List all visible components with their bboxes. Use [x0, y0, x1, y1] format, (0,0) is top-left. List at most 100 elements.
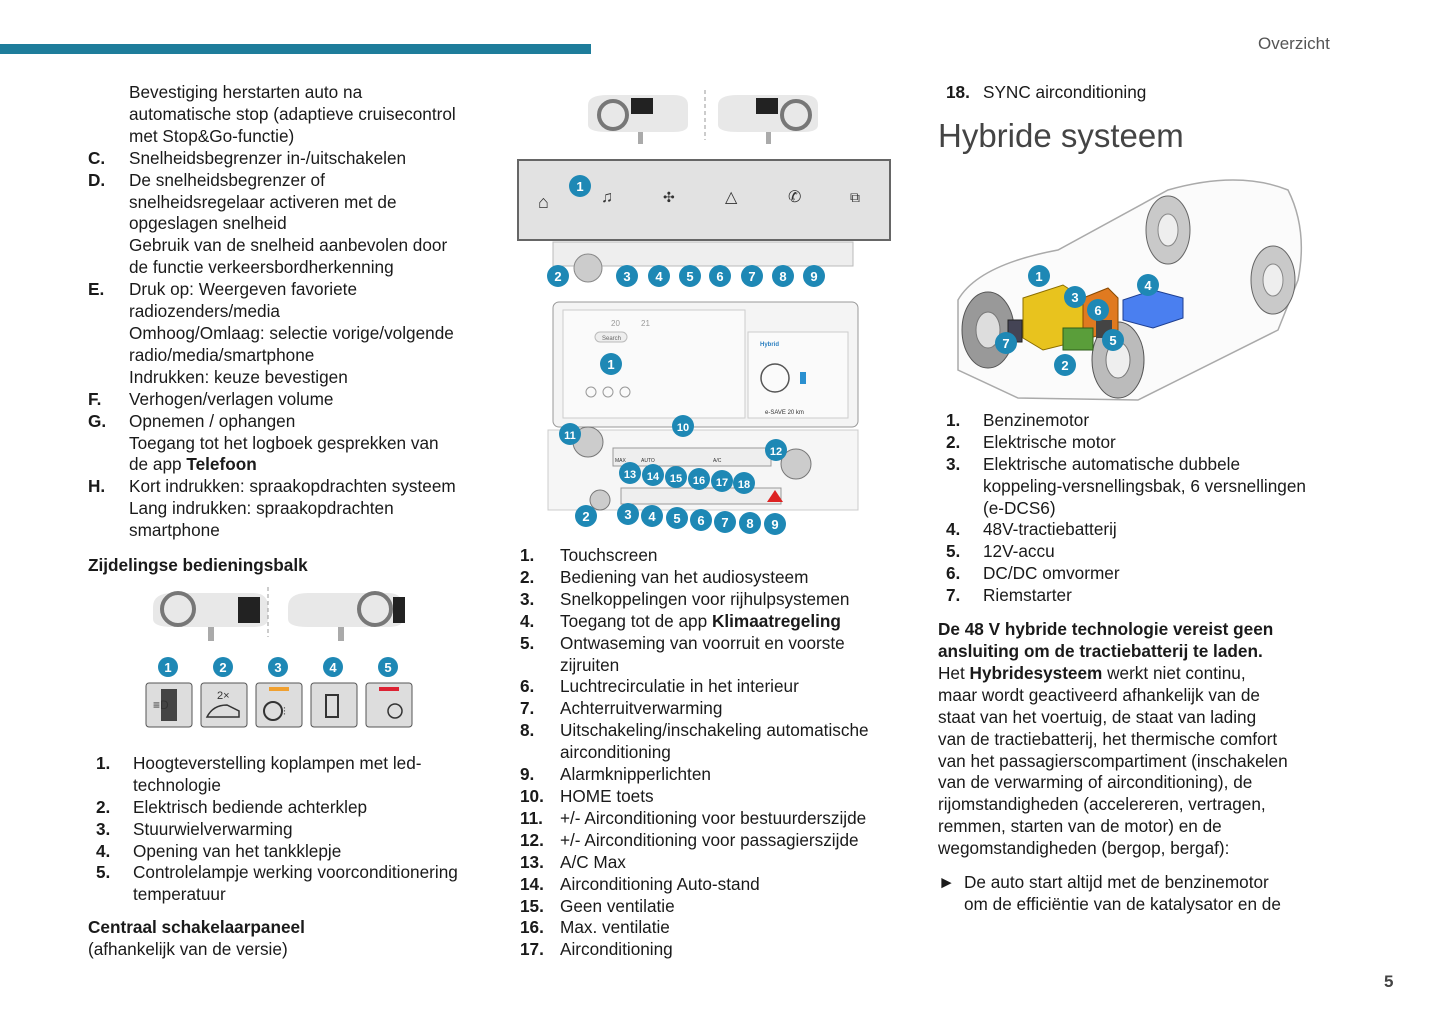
console-badge-10: 10: [672, 415, 694, 437]
svg-text:9: 9: [810, 269, 817, 284]
svg-text:9: 9: [771, 517, 778, 532]
svg-text:3: 3: [623, 269, 630, 284]
audio-knob: [573, 253, 603, 283]
steering-heat-button: ⫶: [255, 682, 303, 728]
svg-text:8: 8: [746, 516, 753, 531]
svg-text:15: 15: [670, 473, 682, 485]
svg-text:1: 1: [607, 357, 614, 372]
column-middle: 1.Touchscreen 2.Bediening van het audios…: [520, 545, 900, 961]
hybrid-item-4: 4.48V-tractiebatterij: [946, 519, 1117, 540]
console-item-7: 7.Achterruitverwarming: [520, 698, 723, 719]
console-item-11: 11.+/- Airconditioning voor bestuurdersz…: [520, 807, 867, 828]
music-icon: ♫: [601, 189, 613, 206]
console-badge-11: 11: [559, 423, 581, 445]
header-accent-bar: [0, 44, 591, 54]
svg-text:6: 6: [1094, 303, 1101, 318]
console-item-2: 2.Bediening van het audiosysteem: [520, 566, 809, 587]
home-icon: ⌂: [538, 192, 549, 212]
phone-icon: ✆: [788, 189, 801, 206]
hybrid-note-bold: De 48 V hybride technologie vereist geen…: [938, 619, 1274, 661]
console-lower-badge-7: 7: [714, 511, 736, 533]
svg-text:16: 16: [693, 475, 705, 487]
console-lower-badge-5: 5: [666, 507, 688, 529]
screen-badge-1: 1: [600, 353, 622, 375]
side-item-3: 3.Stuurwielverwarming: [96, 818, 293, 839]
bullet-arrow-icon: ►: [938, 872, 956, 893]
hybrid-item-6: 6.DC/DC omvormer: [946, 563, 1120, 584]
svg-text:11: 11: [564, 430, 576, 442]
side-bar-figure: 1 2 3 4 5 ≡D 2× ⫶: [145, 586, 413, 728]
svg-text:13: 13: [624, 469, 636, 481]
side-item-1: 1.Hoogteverstelling koplampen met led-te…: [96, 752, 422, 795]
climate-panel-illustration: MAX AUTO A/C: [547, 426, 859, 511]
steering-wheel-left-illustration: [153, 590, 268, 641]
steering-wheel-right-illustration: [288, 590, 405, 641]
console-badge-2: 2: [547, 265, 569, 287]
hybrid-car-figure: 1 2 3 4 5 6 7: [957, 179, 1303, 401]
console-item-17: 17.Airconditioning: [520, 939, 673, 960]
svg-text:3: 3: [624, 507, 631, 522]
touchscreen-illustration: 20 21 Search Hybrid e-SAVE 20 km: [552, 301, 859, 428]
svg-text:A/C: A/C: [713, 458, 722, 464]
side-badge-1: 1: [158, 656, 178, 677]
svg-text:≡D: ≡D: [153, 698, 169, 712]
side-item-5: 5.Controlelampje werking voorconditioner…: [96, 862, 458, 905]
side-badge-5: 5: [378, 656, 398, 677]
console-badge-3: 3: [616, 265, 638, 287]
console-badge-18: 18: [733, 472, 755, 494]
hazard-icon: [767, 490, 783, 502]
console-item-9: 9.Alarmknipperlichten: [520, 764, 711, 785]
svg-text:7: 7: [748, 269, 755, 284]
svg-text:3: 3: [1071, 290, 1078, 305]
console-badge-4: 4: [648, 265, 670, 287]
svg-text:5: 5: [673, 511, 680, 526]
tailgate-button: 2×: [200, 682, 248, 728]
section-title: Overzicht: [1258, 34, 1330, 53]
list-item-h: H. Kort indrukken: spraakopdrachten syst…: [88, 476, 456, 541]
svg-text:⫶: ⫶: [283, 706, 286, 718]
hybrid-item-7: 7.Riemstarter: [946, 585, 1072, 606]
svg-text:1: 1: [1035, 269, 1042, 284]
svg-text:2×: 2×: [217, 690, 230, 702]
car-badge-6: 6: [1087, 298, 1109, 321]
console-item-13: 13.A/C Max: [520, 851, 626, 872]
svg-text:e-SAVE 20 km: e-SAVE 20 km: [765, 410, 804, 416]
console-item-4: 4.Toegang tot de app Klimaatregeling: [520, 610, 841, 631]
console-item-15: 15.Geen ventilatie: [520, 895, 675, 916]
svg-text:21: 21: [641, 319, 650, 328]
car-badge-5: 5: [1102, 328, 1124, 351]
svg-text:18: 18: [738, 479, 750, 491]
column-left: Bevestiging herstarten auto na automatis…: [88, 82, 488, 961]
side-item-2: 2.Elektrisch bediende achterklep: [96, 796, 368, 817]
side-item-4: 4.Opening van het tankklepje: [96, 840, 342, 861]
navigation-icon: △: [725, 189, 738, 206]
svg-text:20: 20: [611, 319, 620, 328]
svg-text:AUTO: AUTO: [641, 458, 655, 464]
central-panel-note: (afhankelijk van de versie): [88, 939, 288, 960]
console-badge-17: 17: [711, 470, 733, 492]
console-lower-badge-9: 9: [764, 513, 786, 535]
console-item-1: 1.Touchscreen: [520, 545, 658, 565]
svg-text:2: 2: [1061, 358, 1068, 373]
svg-text:6: 6: [697, 513, 704, 528]
car-badge-3: 3: [1064, 285, 1086, 308]
console-badge-16: 16: [688, 468, 710, 490]
hybrid-paragraph: Het Hybridesysteem werkt niet continu, m…: [938, 662, 1288, 859]
list-item-f: F.Verhogen/verlagen volume: [88, 388, 334, 409]
svg-text:5: 5: [384, 660, 391, 675]
svg-text:4: 4: [1144, 278, 1152, 293]
page-number: 5: [1384, 972, 1394, 991]
car-badge-1: 1: [1028, 264, 1050, 287]
console-badge-1: 1: [569, 175, 591, 197]
svg-text:12: 12: [770, 446, 782, 458]
svg-text:4: 4: [648, 509, 656, 524]
console-badge-7: 7: [741, 265, 763, 287]
console-badge-5: 5: [679, 265, 701, 287]
console-item-6: 6.Luchtrecirculatie in het interieur: [520, 676, 799, 697]
console-badge-6: 6: [709, 265, 731, 287]
apps-icon: ⧉: [850, 189, 860, 205]
